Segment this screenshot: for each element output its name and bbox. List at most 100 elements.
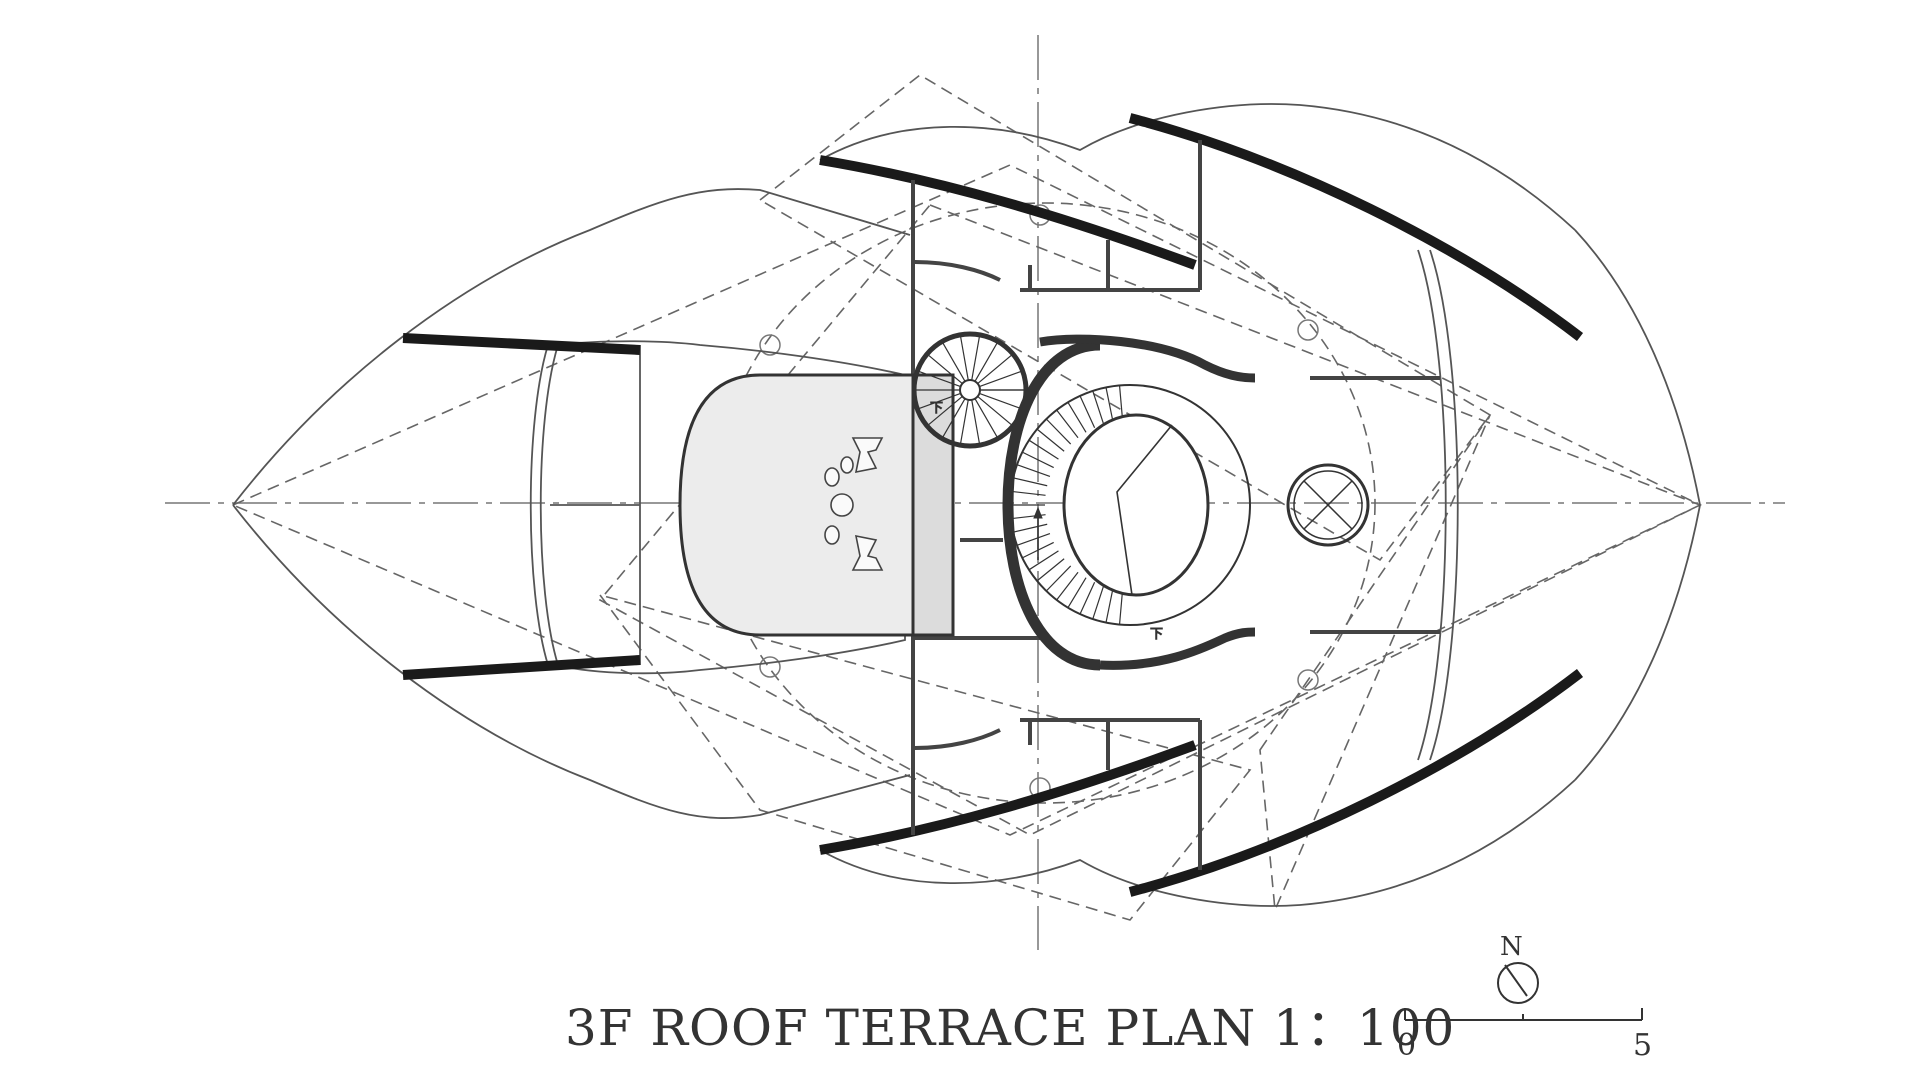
cushion-icon <box>840 456 854 474</box>
stair-tread <box>1079 395 1096 428</box>
scale-bar-start-label: 0 <box>1397 1028 1416 1063</box>
column-marker <box>759 656 781 678</box>
stair-tread <box>1012 523 1048 533</box>
outer-roof-outlines <box>232 103 1701 907</box>
skylight-inner <box>1293 470 1363 540</box>
stair-top-curved-wall <box>1039 334 1256 383</box>
lounge-floor <box>678 373 915 637</box>
heavy-walls <box>402 113 1584 897</box>
left-roof-outline-lower <box>232 504 911 819</box>
stair-tread <box>1092 585 1105 620</box>
stair-tread <box>1067 577 1087 609</box>
main-stair-down-label: 下 <box>1150 627 1163 642</box>
spiral-stair-outer <box>911 331 1029 449</box>
central-roof-outline-bottom <box>819 779 1576 907</box>
right-roof-outline <box>1574 229 1701 781</box>
stair-tread <box>977 395 1012 426</box>
lower-curved-wall <box>914 728 1001 750</box>
stair-tread <box>1028 550 1059 571</box>
stair-tread <box>1105 387 1114 422</box>
north-label: N <box>1500 932 1523 962</box>
stair-tread <box>977 354 1012 385</box>
stair-tread <box>942 398 966 438</box>
lower-right-rotated-square <box>1259 414 1491 911</box>
skylight <box>1286 463 1370 547</box>
stair-tread <box>928 395 963 426</box>
center-upper-wall <box>819 155 1197 270</box>
stair-tread <box>1092 390 1105 425</box>
stair-tread <box>1045 418 1072 445</box>
stair-tread <box>1036 558 1065 582</box>
scale-bar-end-label: 5 <box>1633 1028 1652 1063</box>
spiral-staircase: 下 <box>911 331 1029 449</box>
stair-outer-wall <box>1002 339 1101 671</box>
stair-tread <box>1079 582 1096 615</box>
stair-tread <box>1105 588 1114 623</box>
left-upper-wall <box>402 333 641 355</box>
left-roof-outline <box>232 188 911 506</box>
stair-bottom-curved-wall <box>1099 627 1256 670</box>
stair-tread <box>1118 589 1124 625</box>
center-lower-wall <box>819 740 1197 855</box>
chair-icon <box>851 437 884 474</box>
column-marker <box>1297 319 1319 341</box>
lower-floor-outlines <box>230 74 1702 921</box>
stair-tread <box>971 336 980 381</box>
stair-tread <box>1016 532 1051 546</box>
scale-bar <box>1404 1008 1643 1021</box>
stair-tread <box>1028 439 1059 460</box>
north-arrow <box>1497 962 1539 1004</box>
stair-tread <box>960 399 969 444</box>
spiral-stair-treads <box>916 336 1024 444</box>
stair-tread <box>1056 571 1079 601</box>
spiral-stair-down-label: 下 <box>930 401 943 416</box>
table-icon <box>830 493 854 517</box>
stair-tread <box>974 398 998 438</box>
cushion-icon <box>824 525 840 545</box>
stair-tread <box>960 336 969 381</box>
stair-tread <box>1067 401 1087 433</box>
stair-tread <box>1016 464 1051 478</box>
column-marker <box>1297 669 1319 691</box>
enclosed-lounge <box>678 373 955 637</box>
inner-arc-left-2 <box>529 344 549 666</box>
left-lower-wall <box>402 655 641 680</box>
arrow-head-icon <box>1033 506 1043 519</box>
stair-tread <box>928 354 963 385</box>
main-stair-treads <box>1010 385 1124 625</box>
skylight-outer <box>1286 463 1370 547</box>
right-upper-wall <box>1128 113 1584 341</box>
stair-tread <box>979 392 1021 410</box>
stair-tread <box>1118 385 1124 421</box>
lower-left-rotated-square <box>597 593 1252 921</box>
inner-arc-right <box>1417 249 1447 761</box>
stair-tread <box>1022 451 1054 469</box>
stair-tread <box>1036 428 1065 452</box>
stair-tread <box>971 399 980 444</box>
stair-tread <box>919 392 961 410</box>
stair-tread <box>942 342 966 382</box>
lounge-furniture <box>824 437 884 571</box>
inner-arc-left <box>539 344 559 666</box>
central-roof-outline-top <box>819 103 1576 231</box>
main-staircase: 下 <box>1002 334 1256 671</box>
inner-arc-right-2 <box>1429 249 1459 761</box>
stair-tread <box>974 342 998 382</box>
stair-tread <box>1010 490 1046 496</box>
right-lower-wall <box>1128 669 1584 897</box>
north-arrow-circle <box>1497 962 1539 1004</box>
cushion-icon <box>824 467 840 487</box>
skylight-cross <box>1303 480 1353 530</box>
interior-walls <box>911 140 1440 870</box>
plan-title: 3F ROOF TERRACE PLAN 1：100 <box>565 999 1455 1057</box>
stair-tread <box>919 370 961 388</box>
spiral-stair-inner <box>959 379 981 401</box>
stair-tread <box>1056 409 1079 439</box>
north-arrow-needle <box>1504 964 1528 997</box>
stair-tread <box>1012 477 1048 487</box>
chair-icon <box>851 534 884 571</box>
stair-tread <box>1045 565 1072 592</box>
stair-void <box>1062 413 1210 597</box>
upper-curved-wall <box>914 260 1001 282</box>
